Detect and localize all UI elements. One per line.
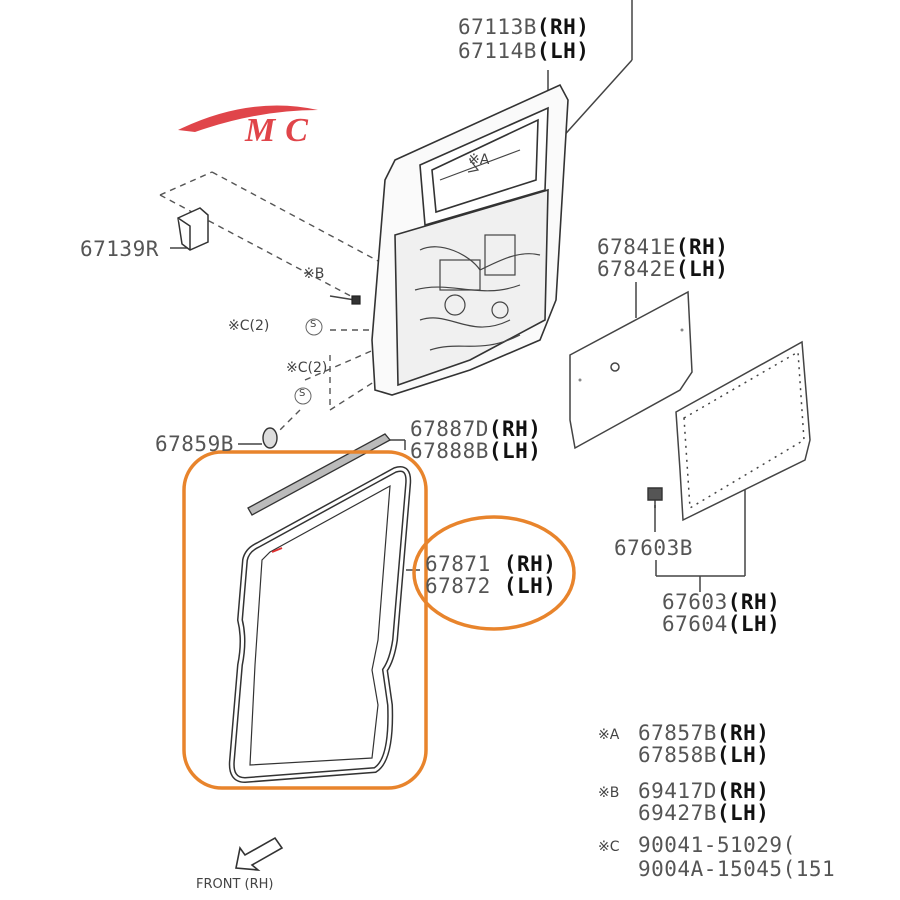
door-internals [414, 149, 541, 351]
marker-c-second: ※C(2) [286, 360, 328, 376]
bolt-b [351, 295, 361, 305]
trim-clip [647, 487, 663, 508]
s-symbol-first: S [310, 319, 317, 330]
legend-mark-c: ※C [598, 839, 620, 855]
door-shell [371, 83, 569, 396]
bracket-part [177, 207, 209, 251]
callout-67113b: 67113B(RH) [458, 15, 590, 39]
callout-67887d: 67887D(RH) [410, 417, 542, 441]
legend-b-line2: 69427B(LH) [638, 801, 770, 825]
callout-67888b: 67888B(LH) [410, 439, 542, 463]
legend-c-line1: 90041-51029( [638, 833, 796, 857]
trim-panel-upper-dots [578, 328, 684, 382]
front-label: FRONT (RH) [196, 877, 274, 892]
legend-a-line1: 67857B(RH) [638, 721, 770, 745]
s-fasteners [294, 318, 323, 405]
callout-67603b: 67603B [614, 536, 693, 560]
marker-b: ※B [303, 266, 325, 282]
callout-67859b: 67859B [155, 432, 234, 456]
highlight-marks [182, 450, 576, 790]
callout-67872: 67872 (LH) [425, 574, 557, 598]
legend-mark-b: ※B [598, 785, 620, 801]
callout-67114b: 67114B(LH) [458, 39, 590, 63]
callout-67871: 67871 (RH) [425, 552, 557, 576]
callout-67841e: 67841E(RH) [597, 235, 729, 259]
trim-board [675, 340, 811, 522]
trim-panel-upper [569, 290, 693, 450]
legend-b-line1: 69417D(RH) [638, 779, 770, 803]
callout-67842e: 67842E(LH) [597, 257, 729, 281]
legend-a-line2: 67858B(LH) [638, 743, 770, 767]
front-arrow-icon [235, 836, 284, 872]
callout-67603: 67603(RH) [662, 590, 781, 614]
callout-67604: 67604(LH) [662, 612, 781, 636]
upper-strip [247, 433, 392, 516]
red-mark [271, 547, 283, 553]
s-symbol-second: S [299, 388, 306, 399]
marker-a: ※A [468, 152, 490, 168]
logo-text: MC [245, 112, 318, 149]
logo-swoosh [178, 105, 318, 132]
door-weatherstrip [228, 466, 412, 784]
legend-mark-a: ※A [598, 727, 620, 743]
clip-part [262, 427, 278, 449]
marker-c-first: ※C(2) [228, 318, 270, 334]
legend-c-line2: 9004A-15045(151 [638, 857, 836, 881]
callout-67139r: 67139R [80, 237, 159, 261]
